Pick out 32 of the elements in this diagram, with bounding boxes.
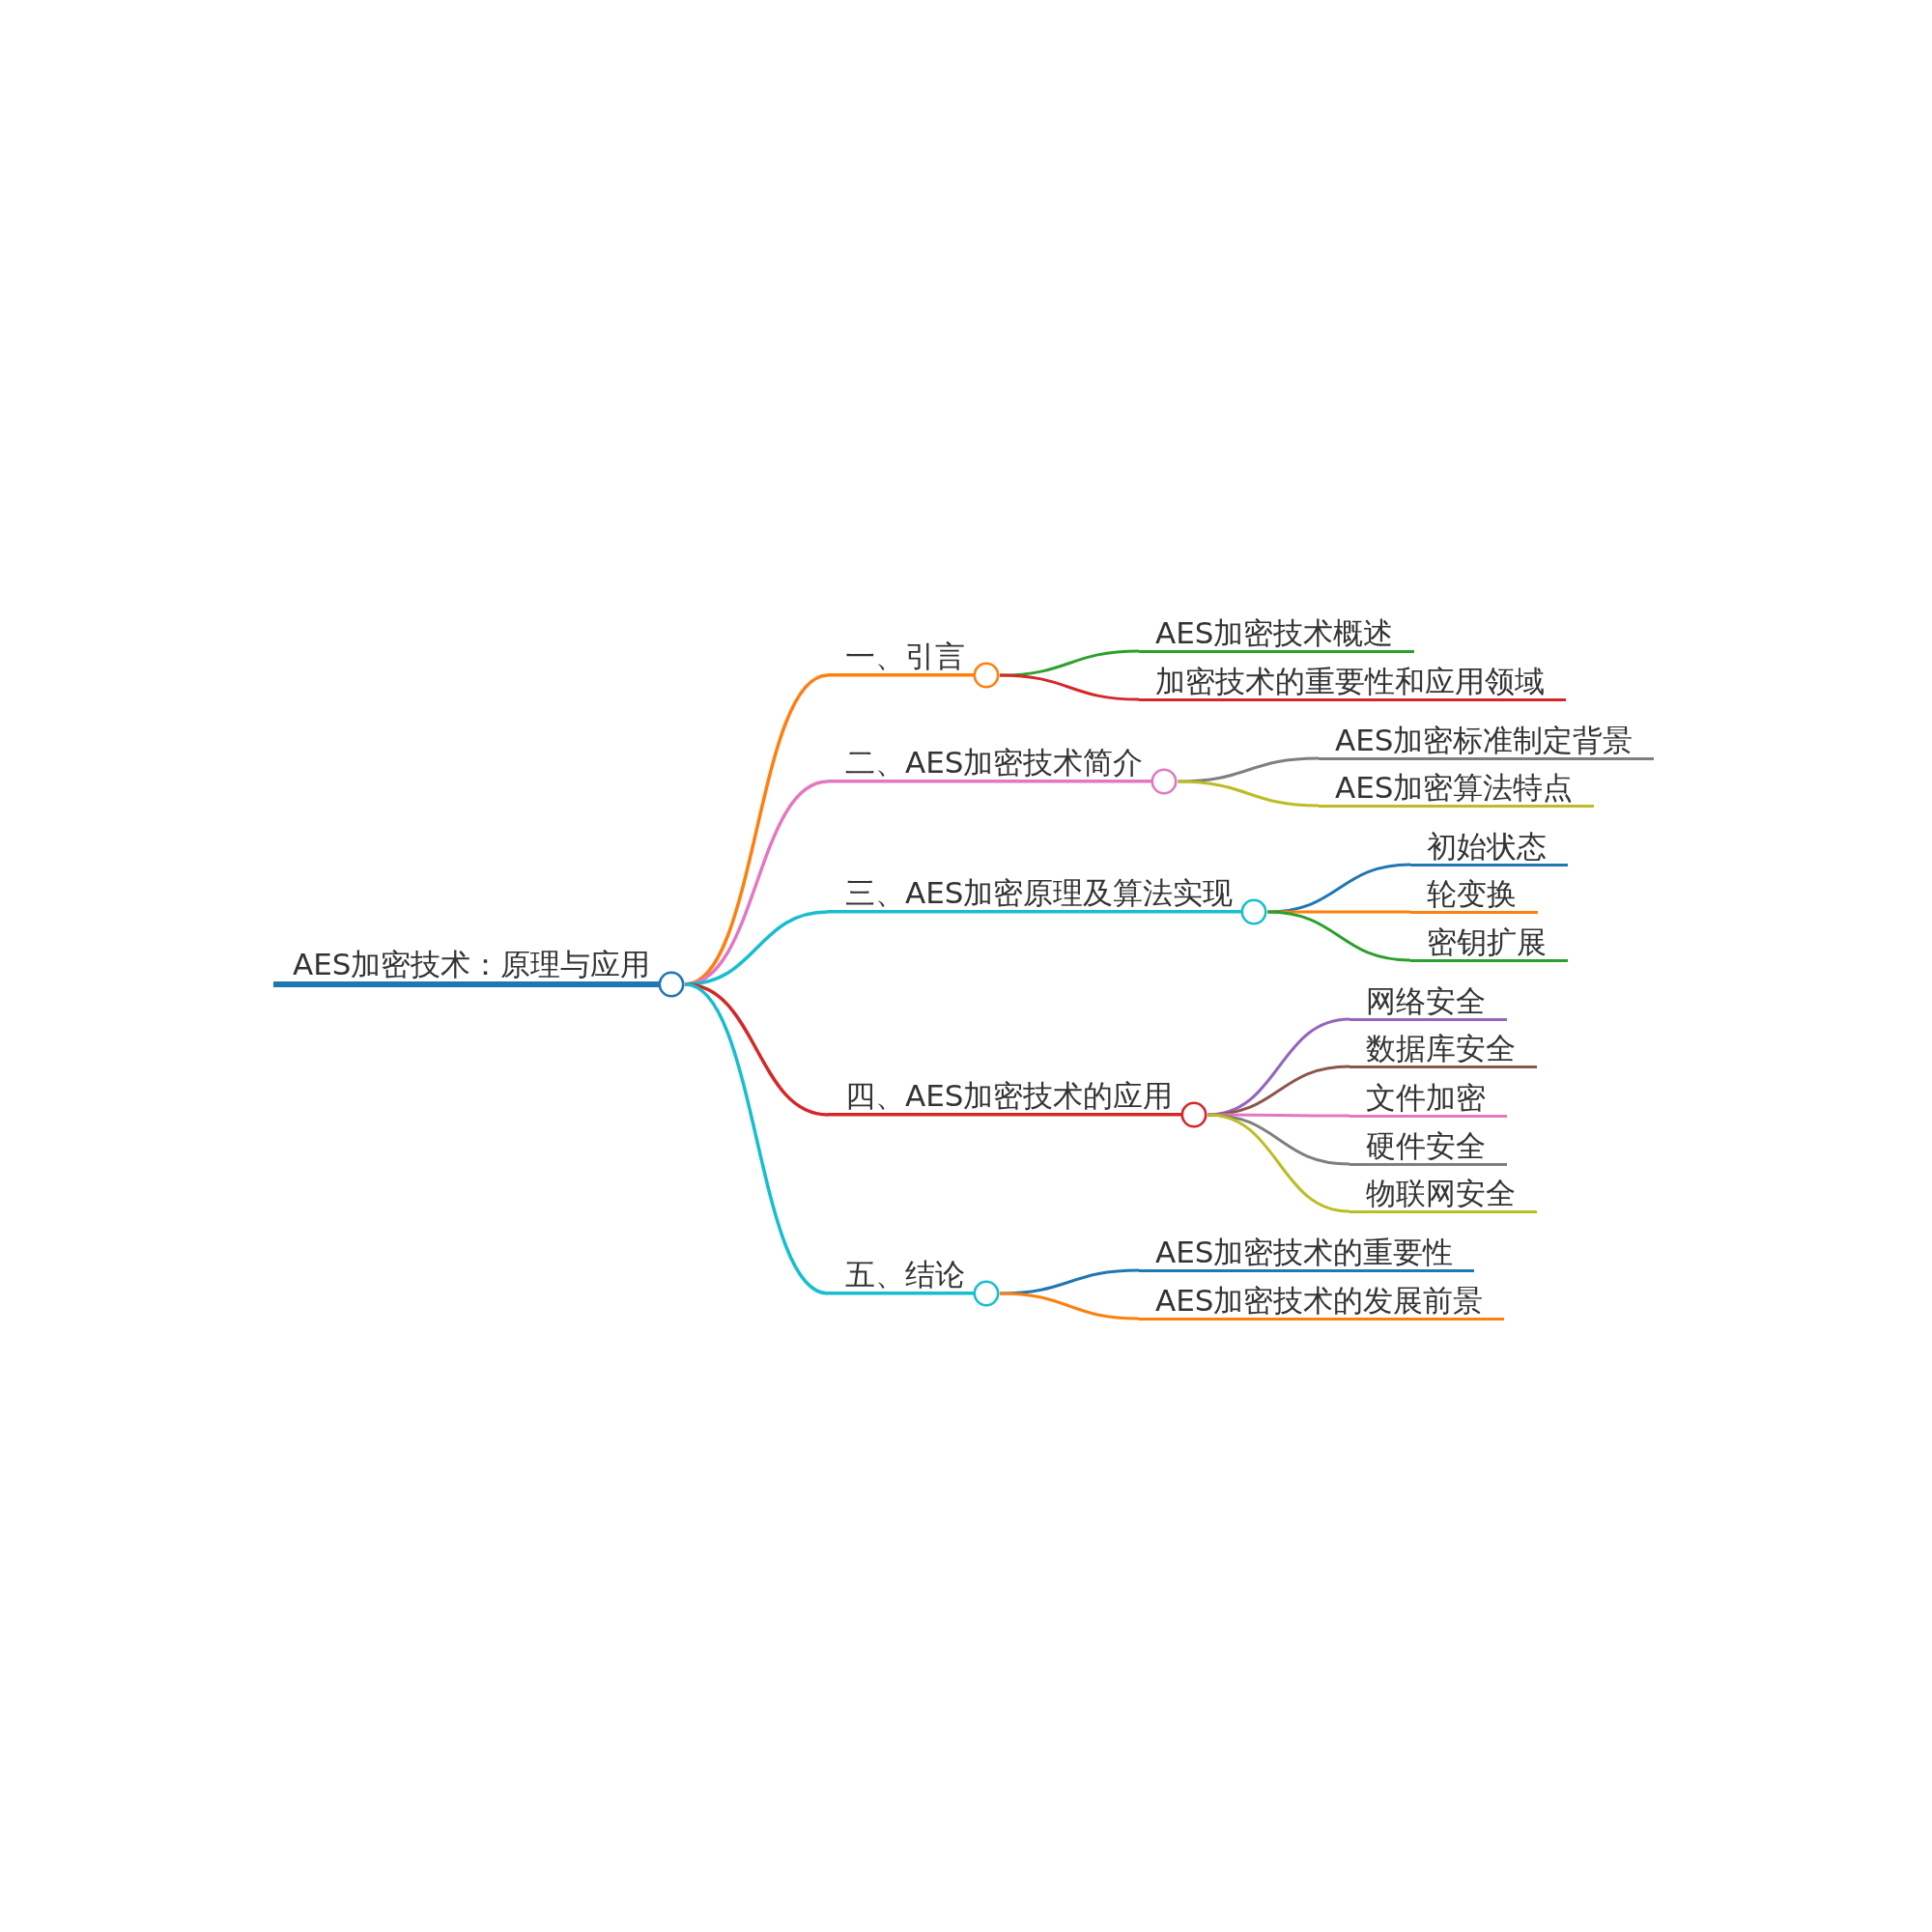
topic-label: 文件加密 [1366,1079,1486,1115]
topic-label: 一、引言 [845,639,965,674]
branch-connector [999,1292,1140,1321]
topic-label: AES加密技术：原理与应用 [293,947,651,981]
topic-label: 五、结论 [845,1257,965,1293]
topic-label: 密钥扩展 [1427,923,1547,959]
topic-label: AES加密技术概述 [1155,614,1394,650]
topic-label: AES加密标准制定背景 [1335,722,1634,757]
topic-label: 二、AES加密技术简介 [845,745,1144,781]
branch-connector [999,673,1140,701]
branch-connector [1178,756,1320,783]
branch-connector [999,649,1140,677]
branch-connector [1208,1065,1350,1117]
branch-connector [1267,863,1411,914]
topic-label: AES加密技术的发展前景 [1155,1282,1484,1318]
topic-label: AES加密技术的重要性 [1155,1234,1454,1269]
branch-connector [685,982,829,1117]
topic-label: 数据库安全 [1366,1030,1516,1065]
topic-label: 硬件安全 [1366,1127,1486,1163]
topic-label: 加密技术的重要性和应用领域 [1155,663,1545,698]
branch-connector [1208,1113,1350,1213]
topic-label: 物联网安全 [1366,1175,1516,1210]
topic-label: 轮变换 [1427,875,1517,911]
topic-label: 网络安全 [1366,982,1486,1018]
branch-connector [684,982,829,1295]
topic-label: 三、AES加密原理及算法实现 [845,875,1234,911]
branch-connector [1267,910,1411,962]
branch-connector [999,1268,1140,1295]
topic-label: 初始状态 [1427,828,1547,864]
topic-label: AES加密算法特点 [1335,769,1574,805]
topic-label: 四、AES加密技术的应用 [845,1078,1174,1114]
branch-connector [1178,780,1320,808]
